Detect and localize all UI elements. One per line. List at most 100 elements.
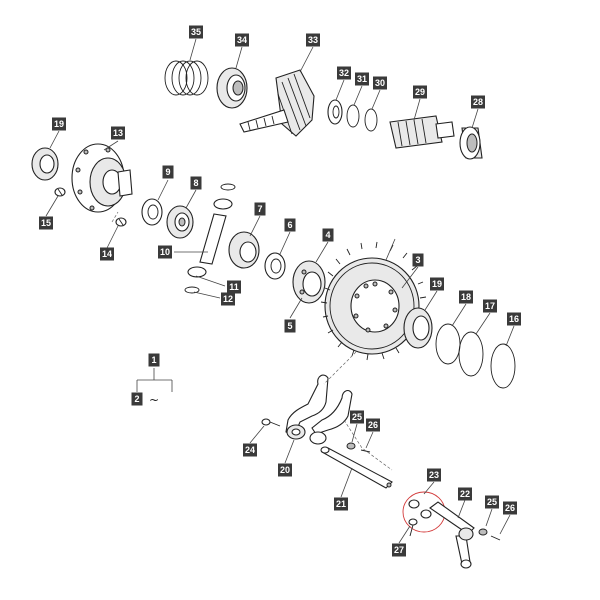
callout-tag-box bbox=[254, 202, 266, 216]
callout-tag-box bbox=[350, 410, 364, 424]
callout-tag-24: 24 bbox=[243, 443, 257, 457]
callout-tag-label: 30 bbox=[375, 78, 385, 88]
callout-tag-label: 2 bbox=[134, 394, 139, 404]
callout-tag-label: 15 bbox=[41, 218, 51, 228]
alignment-line-pin bbox=[111, 211, 119, 223]
callout-tag-box bbox=[221, 292, 235, 306]
part-27-bolt bbox=[408, 518, 418, 537]
callout-tag-19: 19 bbox=[430, 277, 444, 291]
part-26-pin-lower bbox=[490, 535, 501, 541]
callout-tag-box bbox=[148, 353, 160, 367]
part-6-washer bbox=[264, 252, 286, 280]
callout-tag-box bbox=[334, 497, 348, 511]
callout-tag-label: 26 bbox=[368, 420, 378, 430]
callout-tag-box bbox=[100, 247, 114, 261]
callout-tag-20: 20 bbox=[278, 463, 292, 477]
callout-tag-box bbox=[284, 218, 296, 232]
callout-tag-box bbox=[190, 176, 202, 190]
callout-tag-label: 7 bbox=[257, 204, 262, 214]
alignment-line-fork bbox=[323, 351, 357, 385]
part-28-bearing bbox=[459, 126, 483, 160]
callout-tag-box bbox=[413, 85, 427, 99]
alignment-line-shaft bbox=[343, 419, 393, 471]
callout-tag-28: 28 bbox=[471, 95, 485, 109]
part-16-shim bbox=[490, 343, 516, 389]
part-18-shim bbox=[435, 323, 461, 365]
callout-tag-box bbox=[458, 487, 472, 501]
callout-tag-label: 3 bbox=[415, 255, 420, 265]
callout-tag-label: 24 bbox=[245, 445, 255, 455]
callout-tag-8: 8 bbox=[190, 176, 202, 190]
callout-tag-3: 3 bbox=[412, 253, 424, 267]
callout-tag-30: 30 bbox=[373, 76, 387, 90]
part-31-snap-ring bbox=[346, 104, 360, 128]
callout-tag-box bbox=[471, 95, 485, 109]
callout-tag-label: 35 bbox=[191, 27, 201, 37]
callout-tag-box bbox=[355, 72, 369, 86]
callout-tags: 1234567891011121314151617181919202122232… bbox=[39, 25, 521, 557]
part-15-pin bbox=[54, 187, 66, 197]
callout-tag-box bbox=[306, 33, 320, 47]
callout-tag-16: 16 bbox=[507, 312, 521, 326]
callout-tag-box bbox=[503, 501, 517, 515]
part-19-bearing-right bbox=[403, 307, 433, 349]
callout-tag-21: 21 bbox=[334, 497, 348, 511]
callout-tag-label: 14 bbox=[102, 249, 112, 259]
callout-tag-label: 32 bbox=[339, 68, 349, 78]
callout-tag-box bbox=[52, 117, 66, 131]
callout-tag-25: 25 bbox=[350, 410, 364, 424]
callout-tag-box bbox=[459, 290, 473, 304]
part-4-gear-hub bbox=[292, 260, 326, 304]
callout-tag-box bbox=[392, 543, 406, 557]
callout-tag-label: 25 bbox=[352, 412, 362, 422]
callout-tag-label: 12 bbox=[223, 294, 233, 304]
part-22-shift-lever bbox=[429, 501, 475, 569]
callout-tag-label: 4 bbox=[325, 230, 330, 240]
callout-tag-34: 34 bbox=[235, 33, 249, 47]
range-separator: ~ bbox=[149, 393, 159, 407]
part-9-washer bbox=[141, 198, 163, 226]
callout-tag-box bbox=[427, 468, 441, 482]
callout-tag-box bbox=[243, 443, 257, 457]
callout-tag-32: 32 bbox=[337, 66, 351, 80]
callout-tag-label: 13 bbox=[113, 128, 123, 138]
callout-tag-box bbox=[322, 228, 334, 242]
callout-tag-label: 16 bbox=[509, 314, 519, 324]
callout-tag-19: 19 bbox=[52, 117, 66, 131]
callout-tag-label: 34 bbox=[237, 35, 247, 45]
callout-tag-box bbox=[366, 418, 380, 432]
callout-tag-label: 26 bbox=[505, 503, 515, 513]
callout-tag-box bbox=[158, 245, 172, 259]
callout-tag-12: 12 bbox=[221, 292, 235, 306]
callout-tag-13: 13 bbox=[111, 126, 125, 140]
part-30-snap-ring bbox=[364, 108, 378, 132]
callout-tag-label: 23 bbox=[429, 470, 439, 480]
callout-tag-label: 8 bbox=[193, 178, 198, 188]
callout-tag-31: 31 bbox=[355, 72, 369, 86]
callout-tag-box bbox=[131, 392, 143, 406]
part-19-bearing-left bbox=[31, 147, 59, 181]
callout-tag-box bbox=[483, 299, 497, 313]
callout-tag-26: 26 bbox=[366, 418, 380, 432]
callout-tag-box bbox=[284, 319, 296, 333]
callout-tag-label: 19 bbox=[432, 279, 442, 289]
callout-tag-label: 29 bbox=[415, 87, 425, 97]
callout-tag-box bbox=[373, 76, 387, 90]
callout-tag-label: 21 bbox=[336, 499, 346, 509]
part-7-side-gear bbox=[228, 231, 260, 269]
callout-tag-box bbox=[39, 216, 53, 230]
callout-tag-29: 29 bbox=[413, 85, 427, 99]
callout-tag-9: 9 bbox=[162, 165, 174, 179]
part-29-splined-shaft bbox=[389, 115, 455, 149]
callout-tag-7: 7 bbox=[254, 202, 266, 216]
callout-tag-label: 1 bbox=[151, 355, 156, 365]
leader-lines bbox=[45, 38, 515, 544]
callout-tag-label: 19 bbox=[54, 119, 64, 129]
callout-tag-box bbox=[430, 277, 444, 291]
callout-tag-box bbox=[278, 463, 292, 477]
callout-tag-5: 5 bbox=[284, 319, 296, 333]
callout-tag-17: 17 bbox=[483, 299, 497, 313]
part-25-nut-upper bbox=[346, 442, 356, 450]
callout-tag-label: 9 bbox=[165, 167, 170, 177]
